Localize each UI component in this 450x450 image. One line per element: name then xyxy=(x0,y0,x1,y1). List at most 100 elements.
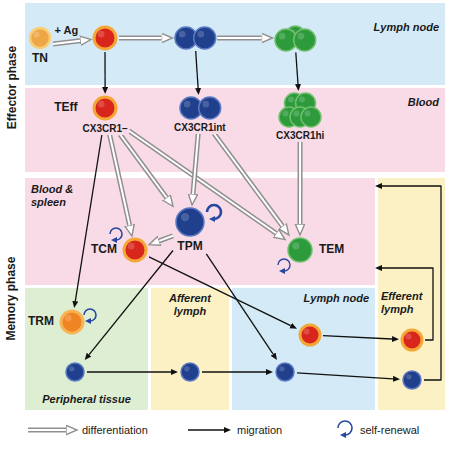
phase-label: Effector phase xyxy=(6,45,19,128)
self-renewal-sample xyxy=(338,421,352,435)
cell-highlight xyxy=(183,101,190,108)
cell-body xyxy=(301,107,321,127)
region-name: Lymph node xyxy=(304,292,369,305)
cell-symbol xyxy=(400,368,424,392)
cell: CX3CR1hi xyxy=(275,91,325,142)
cell-highlight xyxy=(178,31,185,38)
cell-highlight xyxy=(128,243,135,250)
cell xyxy=(178,360,202,384)
cell-symbol xyxy=(121,236,149,264)
cell xyxy=(273,24,318,53)
cell: TN xyxy=(27,25,53,66)
cell-highlight xyxy=(279,366,284,371)
cell xyxy=(297,322,323,348)
cell-body xyxy=(94,97,116,119)
region-band: Afferent lymph xyxy=(151,288,229,410)
cell-highlight xyxy=(65,315,72,322)
region-band: Lymph nodeTN xyxy=(25,3,445,85)
cell-symbol xyxy=(273,24,318,53)
cell: TCM xyxy=(121,236,149,264)
cell: TPM xyxy=(173,205,207,254)
region-band: Efferent lymph xyxy=(378,178,445,410)
differentiation-sample xyxy=(28,430,66,431)
cell-body xyxy=(193,27,215,49)
cell-symbol xyxy=(91,94,119,122)
cell-highlight xyxy=(294,111,300,117)
region-name: Efferent lymph xyxy=(381,290,431,315)
legend-label: differentiation xyxy=(82,424,148,437)
cell-highlight xyxy=(202,101,209,108)
region-band: BloodTEffCX3CR1−CX3CR1intCX3CR1hi xyxy=(25,88,445,172)
cell-body xyxy=(124,239,146,261)
cell xyxy=(400,368,424,392)
cell-label: CX3CR1int xyxy=(173,122,227,134)
cell-symbol xyxy=(173,25,218,51)
cell-symbol xyxy=(173,205,207,239)
cell-highlight xyxy=(297,32,304,39)
cell-highlight xyxy=(288,97,294,103)
legend-label: migration xyxy=(237,424,282,437)
cell-body xyxy=(403,371,421,389)
cell-body xyxy=(288,238,312,262)
migration-sample xyxy=(188,429,224,430)
cell-body xyxy=(61,311,83,333)
cell-highlight xyxy=(278,32,285,39)
region-name: Peripheral tissue xyxy=(25,393,148,406)
region-name: Lymph node xyxy=(374,21,439,34)
cell-symbol xyxy=(178,95,223,121)
cell: TEM xyxy=(285,235,315,265)
region-band: Peripheral tissue TRM xyxy=(25,288,148,410)
region-name: Afferent lymph xyxy=(154,292,226,317)
cell xyxy=(273,360,297,384)
region-name: Blood xyxy=(408,96,439,109)
cell-body xyxy=(293,29,315,51)
cell-body xyxy=(66,363,84,381)
cell-label: TCM xyxy=(90,243,118,257)
cell-highlight xyxy=(98,101,105,108)
cell-highlight xyxy=(305,111,311,117)
cell: CX3CR1int xyxy=(173,95,227,134)
region-band: Blood & spleenTCMTPMTEM xyxy=(25,178,375,285)
cell-symbol xyxy=(27,25,53,51)
cell-label: TN xyxy=(31,52,49,66)
cell-body xyxy=(30,28,50,48)
cell xyxy=(399,327,425,353)
cell-body xyxy=(402,330,422,350)
cell: TRM xyxy=(58,308,86,336)
cell-symbol xyxy=(399,327,425,353)
cell-highlight xyxy=(406,374,411,379)
cell-highlight xyxy=(98,31,105,38)
cell-body xyxy=(300,325,320,345)
cell-body xyxy=(181,363,199,381)
cell-body xyxy=(198,97,220,119)
phase-label: Memory phase xyxy=(5,256,18,340)
cell-highlight xyxy=(283,111,289,117)
cell-label: TEff xyxy=(53,101,78,115)
cell-symbol xyxy=(277,91,323,129)
cell-highlight xyxy=(299,97,305,103)
cell xyxy=(63,360,87,384)
cell-symbol xyxy=(178,360,202,384)
cell-label: CX3CR1hi xyxy=(275,130,325,142)
cell-label: CX3CR1− xyxy=(82,123,129,135)
cell-body xyxy=(276,363,294,381)
cell-highlight xyxy=(292,242,299,249)
cell-label: TPM xyxy=(176,240,203,254)
cell-highlight xyxy=(406,334,412,340)
cell-symbol xyxy=(273,360,297,384)
legend-label: self-renewal xyxy=(360,424,419,437)
cell-highlight xyxy=(304,329,310,335)
cell-symbol xyxy=(58,308,86,336)
cell-symbol xyxy=(91,24,119,52)
cell-highlight xyxy=(34,32,40,38)
cell-label: TRM xyxy=(27,315,55,329)
cell-highlight xyxy=(69,366,74,371)
arrow-outline xyxy=(28,428,66,433)
cell-symbol xyxy=(63,360,87,384)
region-band: Lymph node xyxy=(232,288,375,410)
arrow-inner xyxy=(28,429,66,431)
cell: TEffCX3CR1− xyxy=(82,94,129,135)
cell-highlight xyxy=(197,31,204,38)
edge-label: + Ag xyxy=(54,24,80,37)
cell-symbol xyxy=(285,235,315,265)
